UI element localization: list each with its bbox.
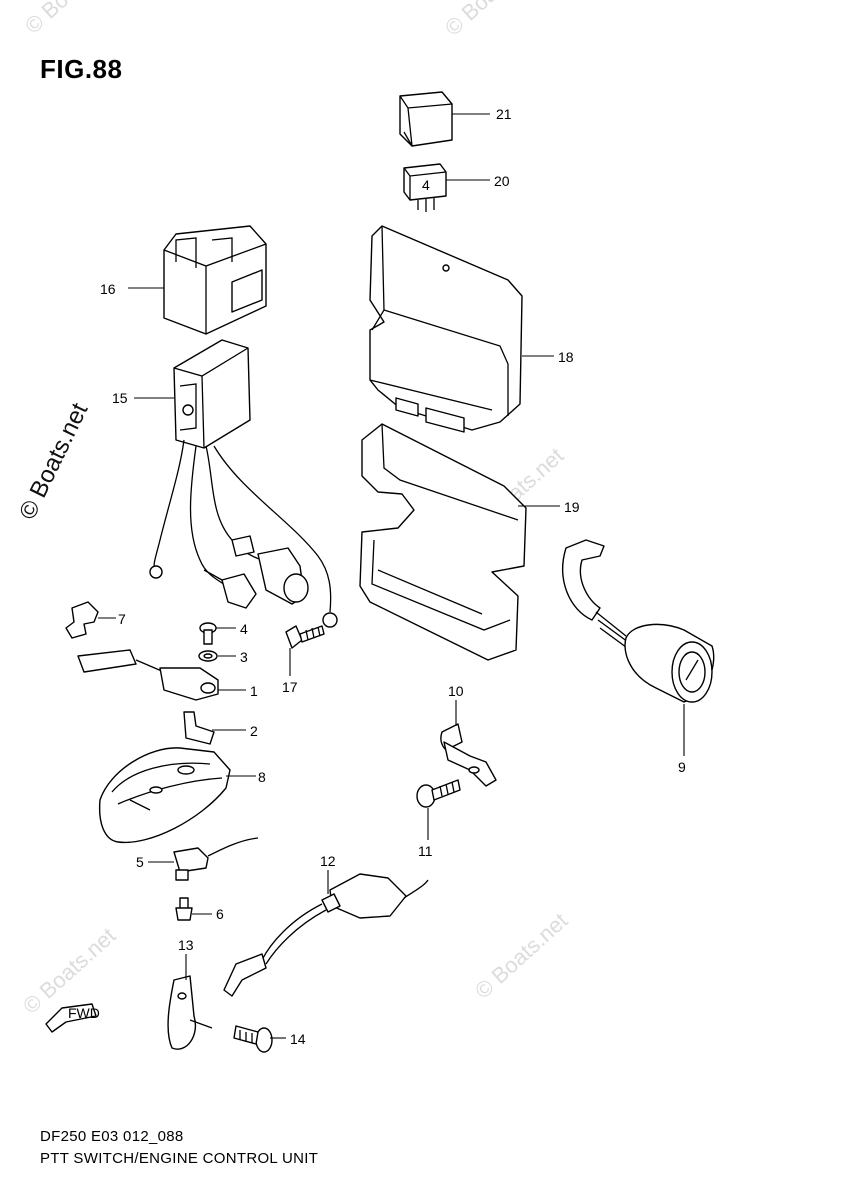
part-1-sensor [77,649,219,701]
diagram-code: DF250 E03 012_088 [40,1128,184,1145]
part-7-clamp [65,601,99,639]
callout-11: 11 [418,843,433,859]
leader-lines [98,113,685,1039]
callout-5: 5 [136,854,144,870]
callout-numbers: 21 20 16 15 18 19 7 4 3 1 2 8 5 6 17 10 … [100,106,686,1047]
callout-7: 7 [118,611,126,627]
callout-15: 15 [112,390,128,406]
part-16-cover [163,225,267,335]
figure-title: FIG.88 [40,54,123,84]
fwd-label: FWD [68,1005,100,1021]
callout-18: 18 [558,349,574,365]
part-8-switch-housing [98,747,231,844]
part-6-screw [175,897,193,921]
callout-2: 2 [250,723,258,739]
callout-16: 16 [100,281,116,297]
callout-1: 1 [250,683,258,699]
part-3-washer [198,650,218,662]
part-19-rubber-cover [359,423,527,661]
fwd-arrow-icon: FWD [45,1003,100,1033]
callout-8: 8 [258,769,266,785]
part-20-relay: 4 [403,163,447,212]
part-4-screw [199,622,217,645]
part-13-bracket [167,975,213,1050]
callout-13: 13 [178,937,194,953]
callout-9: 9 [678,759,686,775]
callout-20: 20 [494,173,510,189]
callout-6: 6 [216,906,224,922]
part-12-switch [223,873,429,997]
callout-19: 19 [564,499,580,515]
part-9-key-switch [562,539,715,703]
part-17-bolt [285,625,325,649]
part-2-lever [183,711,215,745]
callout-14: 14 [290,1031,306,1047]
callout-17: 17 [282,679,298,695]
callout-3: 3 [240,649,248,665]
svg-text:4: 4 [422,177,430,193]
part-10-clip [440,723,497,787]
part-14-screw [233,1025,273,1053]
callout-4: 4 [240,621,248,637]
part-11-bolt [416,779,461,808]
part-15-control-unit [149,339,338,628]
callout-12: 12 [320,853,336,869]
part-18-engine-control-unit [369,225,523,433]
diagram-caption: PTT SWITCH/ENGINE CONTROL UNIT [40,1150,319,1167]
part-5-switch [173,837,259,881]
callout-21: 21 [496,106,512,122]
callout-10: 10 [448,683,464,699]
part-21-relay-cover [399,91,453,147]
